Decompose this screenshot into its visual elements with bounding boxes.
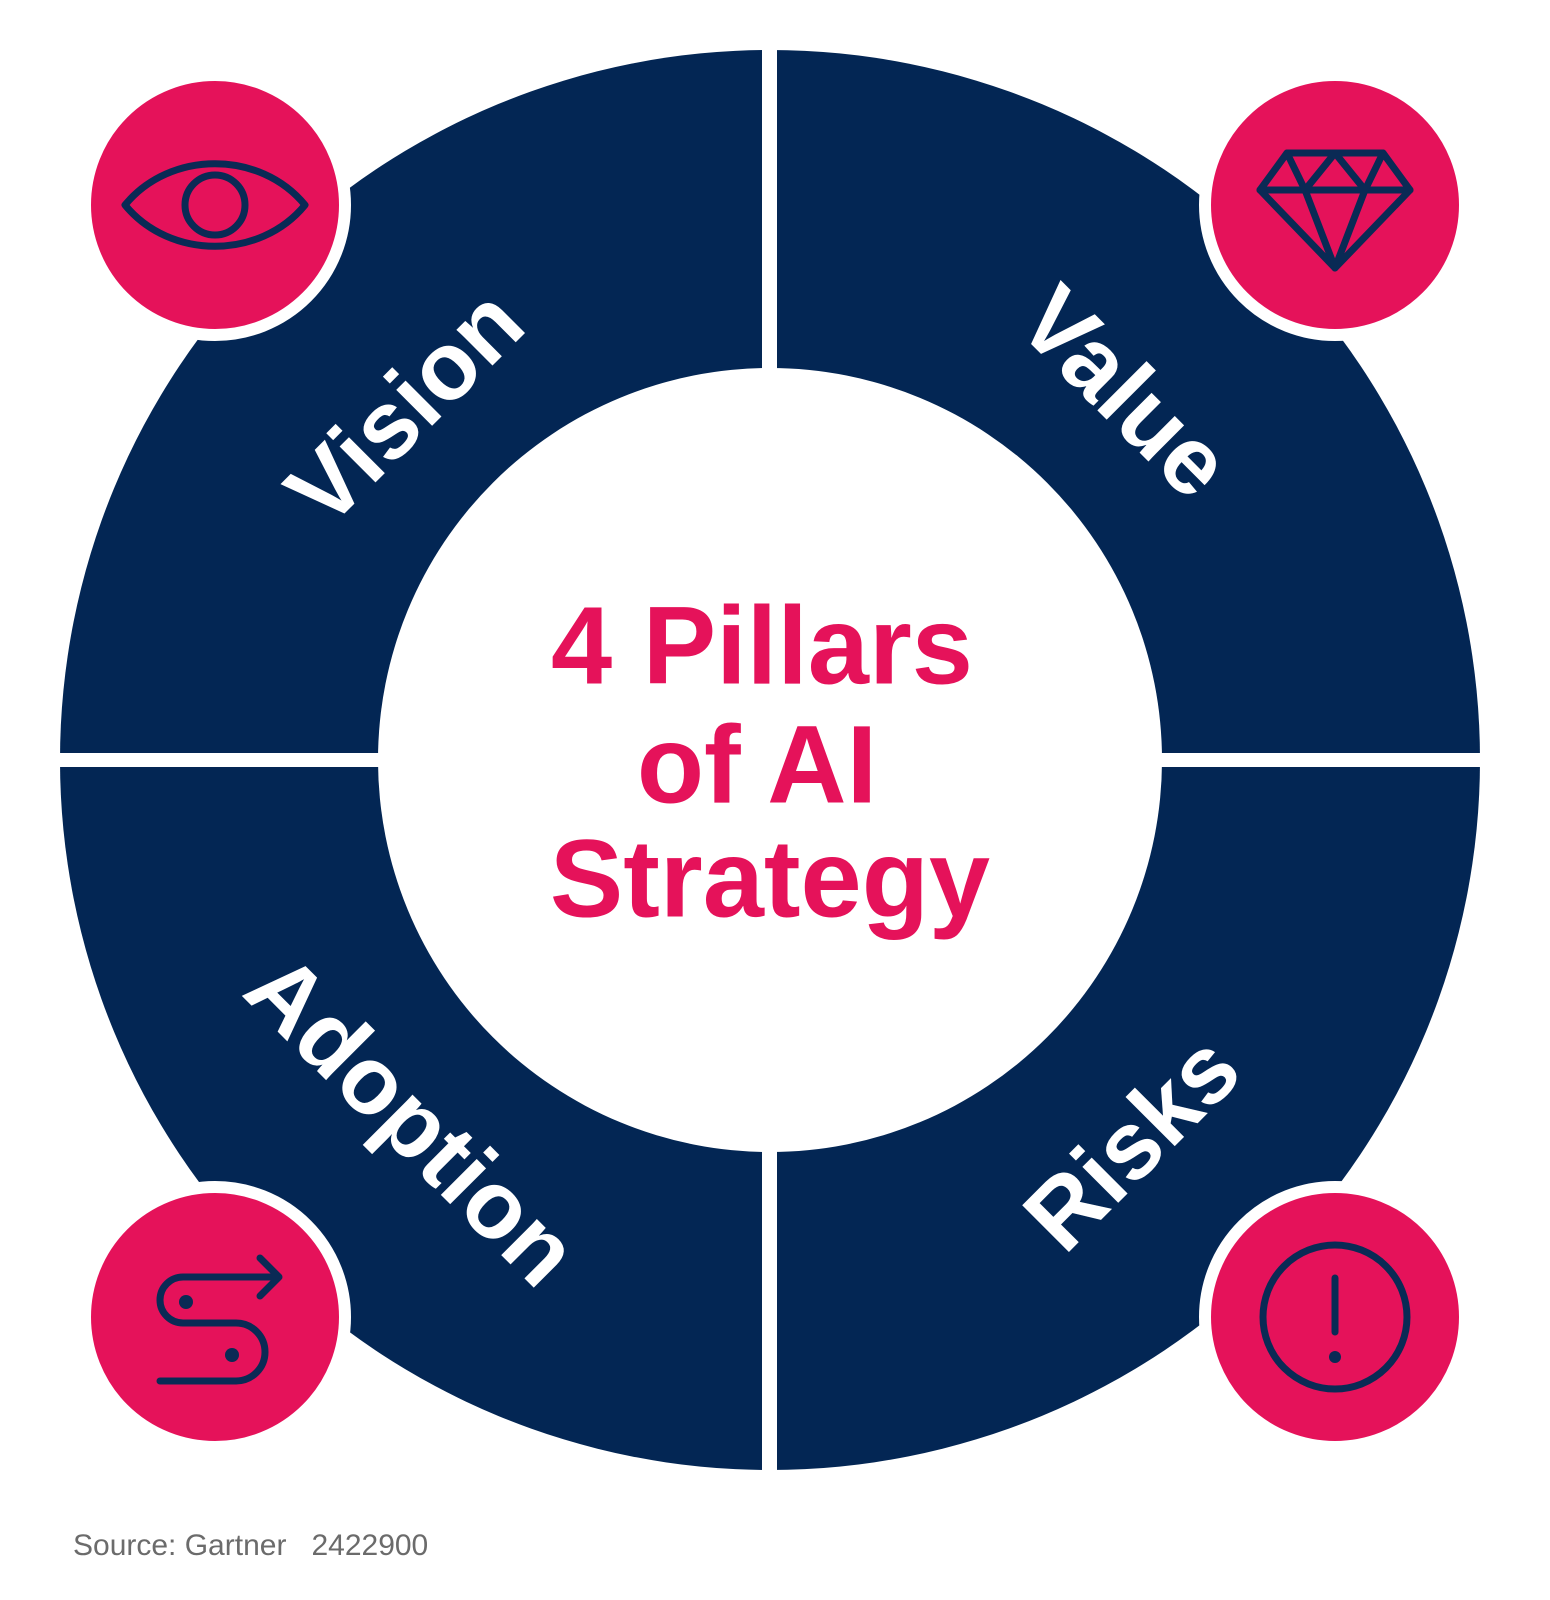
badge-adoption: [79, 1181, 351, 1453]
title-line-1: 4 Pillars: [551, 585, 973, 708]
diamond-icon: [1256, 149, 1414, 272]
winding-path-arrow-icon: [156, 1254, 283, 1385]
eye-icon: [121, 160, 309, 250]
center-title: 4 Pillars of AI Strategy: [550, 585, 990, 941]
badge-vision: [79, 69, 351, 341]
badge-risks: [1199, 1181, 1471, 1453]
source-id: 2422900: [311, 1529, 429, 1562]
exclamation-circle-icon: [1259, 1241, 1411, 1393]
title-line-2: of AI: [637, 704, 877, 827]
badge-value: [1199, 69, 1471, 341]
source-note: Source: Gartner 2422900: [73, 1529, 428, 1563]
title-line-3: Strategy: [550, 818, 990, 941]
source-label: Source: Gartner: [73, 1529, 287, 1562]
inner-circle: [378, 368, 1162, 1152]
